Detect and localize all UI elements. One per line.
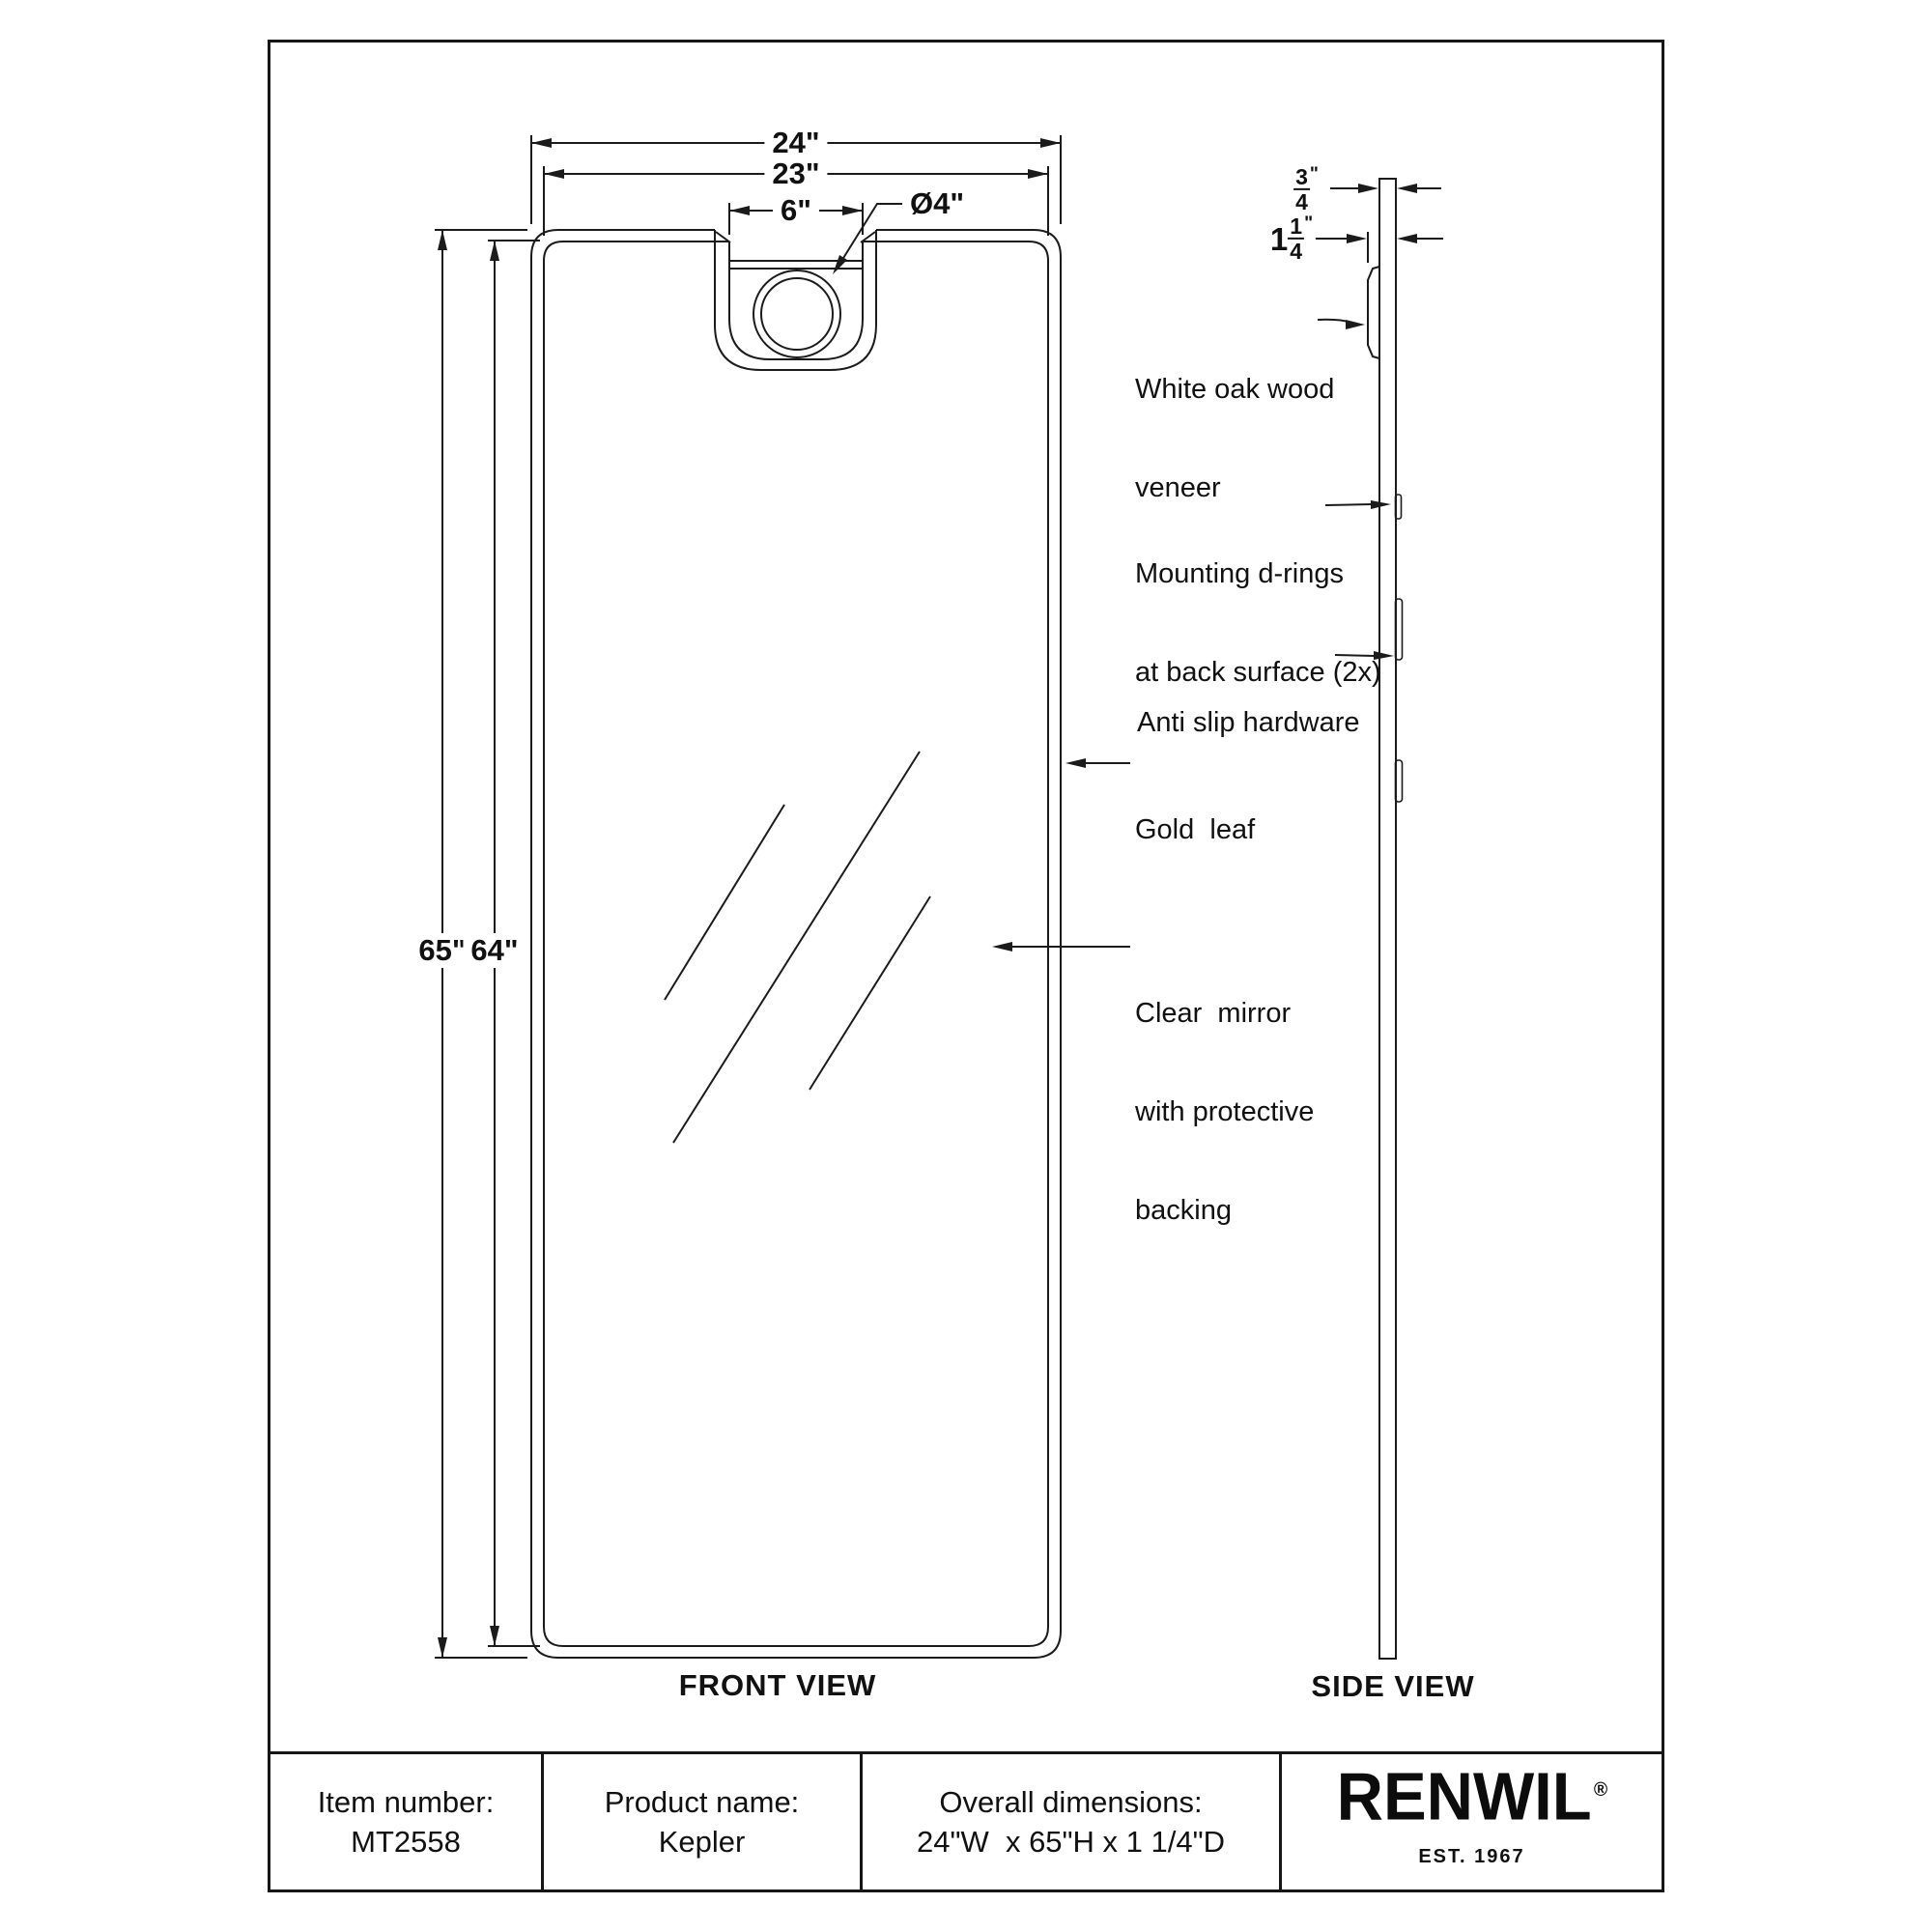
title-block-product-name: Product name: Kepler [541, 1754, 860, 1889]
side-dring [1394, 494, 1403, 520]
title-block-item-number: Item number: MT2558 [270, 1754, 541, 1889]
fraction-numerator: 1 [1288, 213, 1305, 240]
annotation-leaders [1012, 318, 1376, 948]
brand-logo: RENWIL® EST. 1967 [1336, 1763, 1607, 1877]
brand-established: EST. 1967 [1418, 1845, 1525, 1867]
side-veneer-ring-profile [1367, 266, 1380, 359]
dim-width-outer: 24" [764, 126, 828, 160]
annotation-gold-leaf: Gold leaf [1135, 748, 1255, 912]
annotation-line: Clear mirror [1135, 998, 1292, 1029]
overall-dimensions-label: Overall dimensions: [939, 1785, 1203, 1819]
annotation-line: backing [1135, 1195, 1232, 1226]
side-antislip-pad [1394, 759, 1404, 803]
annotation-mounting-drings: Mounting d-rings at back surface (2x) [1135, 492, 1381, 754]
title-block-brand: RENWIL® EST. 1967 [1279, 1754, 1662, 1889]
brand-wordmark: RENWIL® [1336, 1763, 1607, 1831]
fraction-denominator: 4 [1290, 239, 1303, 264]
side-view-drawing [1314, 178, 1443, 1660]
side-antislip-pad [1394, 598, 1404, 661]
notch-chamfer-right [860, 231, 876, 243]
dim-depth: 1 1 4 " [1266, 213, 1317, 264]
dim-width-inner: 23" [764, 156, 828, 191]
annotation-line: White oak wood [1135, 374, 1335, 405]
side-panel [1378, 178, 1397, 1660]
annotation-anti-slip: Anti slip hardware [1137, 640, 1360, 805]
reflection-line [809, 895, 931, 1091]
item-number-label: Item number: [317, 1785, 495, 1819]
reflection-line [672, 751, 921, 1144]
mirror-frame-inner [543, 241, 1049, 1647]
registered-trademark-icon: ® [1593, 1777, 1607, 1801]
dim-notch-width: 6" [773, 193, 819, 228]
annotation-clear-mirror: Clear mirror with protective backing [1135, 931, 1314, 1293]
reflection-line [664, 804, 785, 1001]
fraction-denominator: 4 [1295, 189, 1308, 214]
overall-dimensions-value: 24"W x 65"H x 1 1/4"D [916, 1825, 1226, 1859]
fraction: 1 4 [1288, 213, 1305, 264]
front-view-drawing [530, 229, 1062, 1659]
annotation-line: veneer [1135, 472, 1221, 503]
mirror-frame-outer [530, 229, 1062, 1659]
title-block-overall-dimensions: Overall dimensions: 24"W x 65"H x 1 1/4"… [860, 1754, 1279, 1889]
title-block: Item number: MT2558 Product name: Kepler… [268, 1751, 1664, 1892]
notch-inner [728, 242, 864, 360]
annotation-line: at back surface (2x) [1135, 657, 1381, 688]
side-view-label: SIDE VIEW [1311, 1669, 1475, 1703]
annotation-line: with protective [1135, 1096, 1315, 1127]
annotation-line: Mounting d-rings [1135, 558, 1344, 589]
front-view-label: FRONT VIEW [678, 1668, 877, 1702]
dimension-arrowheads [438, 138, 1417, 1658]
item-number-value: MT2558 [351, 1825, 461, 1859]
whole-number: 1 [1269, 220, 1289, 257]
dim-ring-diameter: Ø4" [906, 186, 969, 221]
product-name-label: Product name: [604, 1785, 800, 1819]
brand-text: RENWIL [1336, 1759, 1592, 1834]
product-name-value: Kepler [658, 1825, 746, 1859]
fraction: 3 4 [1293, 165, 1310, 213]
dim-height-inner: 64" [463, 933, 526, 968]
annotation-line: Anti slip hardware [1137, 707, 1360, 738]
dim-thickness: 3 4 " [1291, 165, 1321, 213]
notch-chamfer-left [715, 231, 731, 243]
ring-inner [760, 277, 834, 351]
notch-outer [714, 230, 877, 371]
inch-mark: " [1309, 163, 1319, 185]
front-view-dimensions [435, 135, 1062, 1659]
annotation-line: Gold leaf [1135, 814, 1256, 845]
fraction-numerator: 3 [1293, 163, 1310, 190]
annotation-white-oak-veneer: White oak wood veneer [1135, 307, 1334, 570]
ring-outer [753, 270, 841, 358]
inch-mark: " [1304, 213, 1314, 234]
